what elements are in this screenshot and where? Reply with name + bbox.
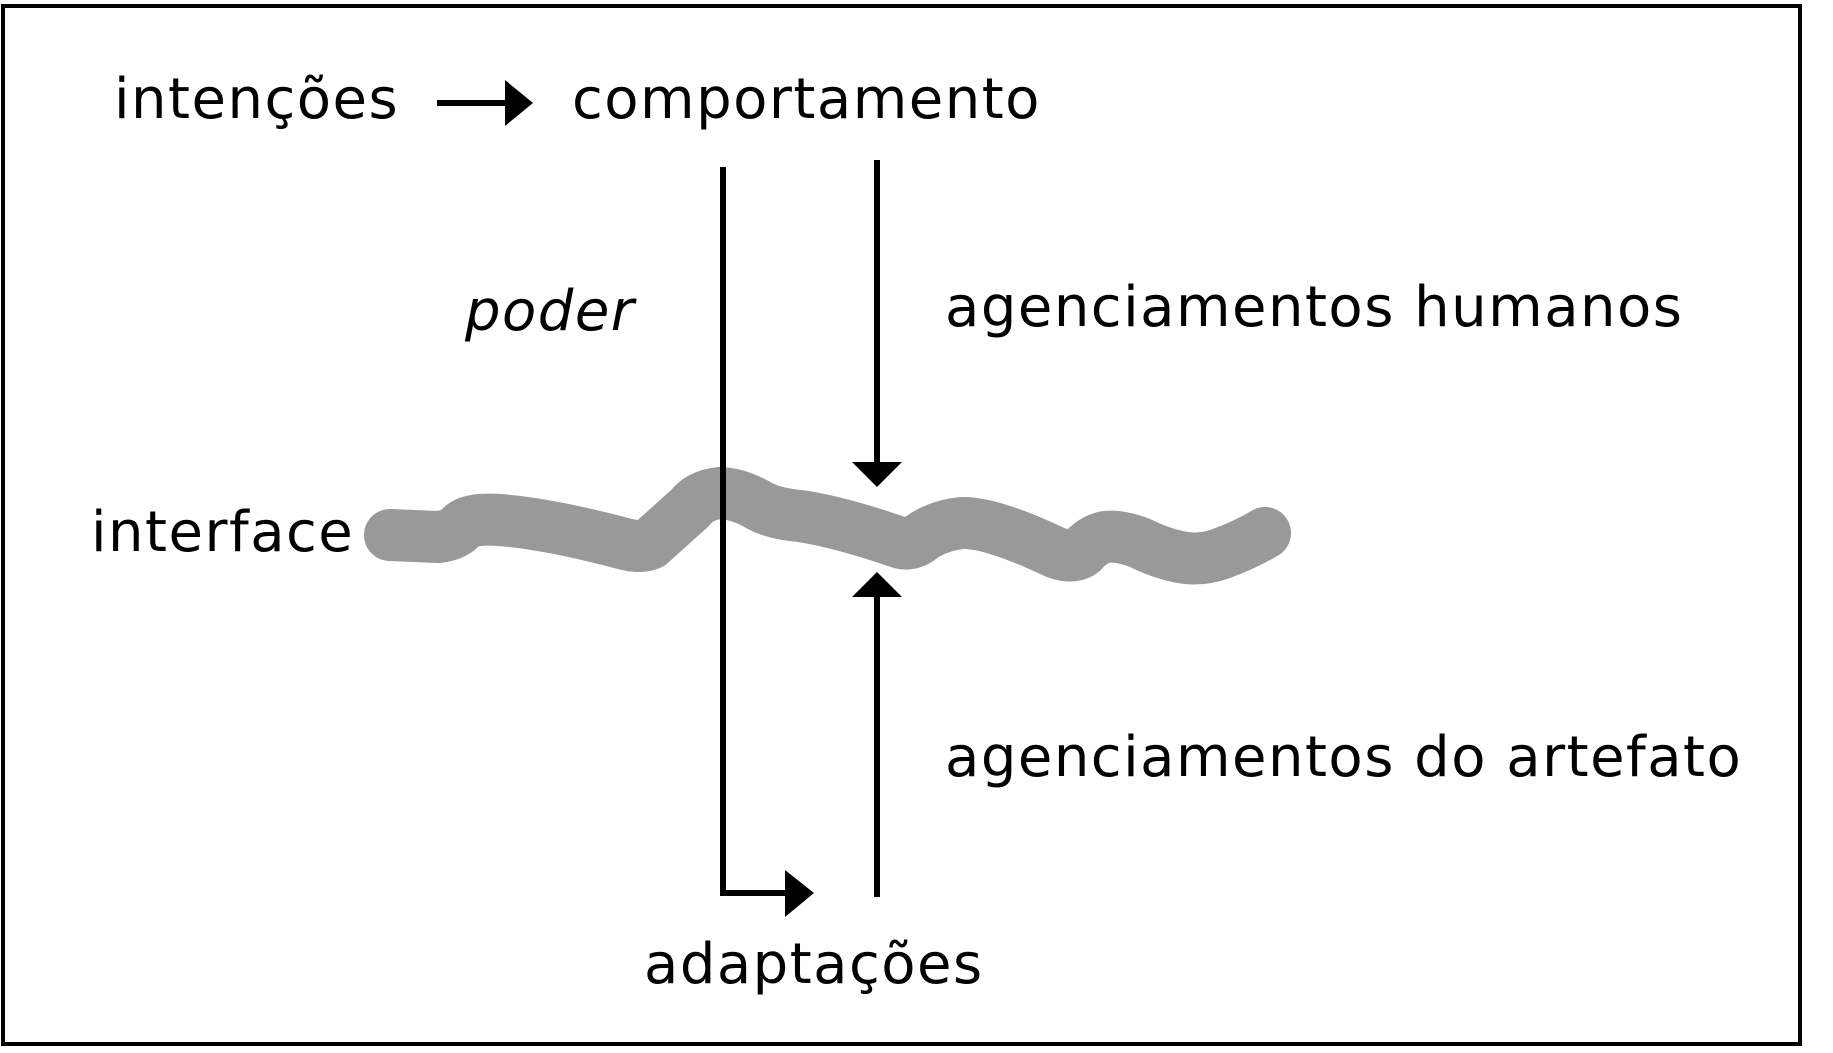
- label-agenciamentos-artefato: agenciamentos do artefato: [945, 725, 1742, 790]
- intent-arrow-head: [505, 80, 533, 126]
- label-agenciamentos-humanos: agenciamentos humanos: [945, 275, 1683, 340]
- label-adaptacoes: adaptações: [644, 932, 984, 997]
- label-intencoes: intenções: [114, 67, 399, 132]
- interface-band: [364, 467, 1291, 585]
- label-interface: interface: [91, 500, 354, 565]
- label-comportamento: comportamento: [572, 67, 1041, 132]
- power-arrow-path: [720, 167, 786, 896]
- artifact-agency-arrow-head: [852, 572, 902, 597]
- label-poder: poder: [464, 279, 637, 344]
- power-arrow-head: [785, 870, 814, 917]
- human-agency-arrow-head: [852, 462, 902, 487]
